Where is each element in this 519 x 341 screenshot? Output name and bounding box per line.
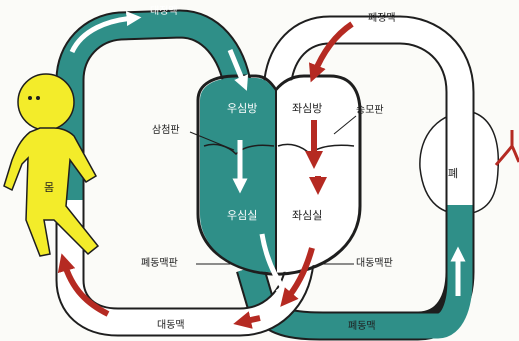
label-pulmonary-valve: 폐동맥판 (141, 258, 178, 270)
label-right-ventricle: 우심실 (227, 210, 257, 222)
label-left-ventricle: 좌심실 (292, 210, 322, 222)
label-aortic-valve: 대동맥판 (356, 258, 393, 270)
label-right-atrium: 우심방 (227, 103, 257, 115)
label-left-atrium: 좌심방 (292, 103, 322, 115)
label-pulmonary-vein: 폐정맥 (368, 13, 396, 25)
flow-arrow-aorta-bottom (242, 318, 260, 322)
label-lung: 폐 (448, 168, 458, 180)
label-aorta: 대동맥 (157, 320, 185, 332)
label-body: 몸 (44, 182, 54, 194)
label-pulmonary-artery: 폐동맥 (348, 321, 376, 333)
label-vena-cava: 대정맥 (150, 6, 178, 18)
lung-bronchi (496, 130, 519, 165)
label-tricuspid-valve: 삼첨판 (152, 125, 180, 137)
flow-arrow-pulmonary-top (450, 56, 452, 98)
label-mitral-valve: 승모판 (356, 105, 384, 117)
